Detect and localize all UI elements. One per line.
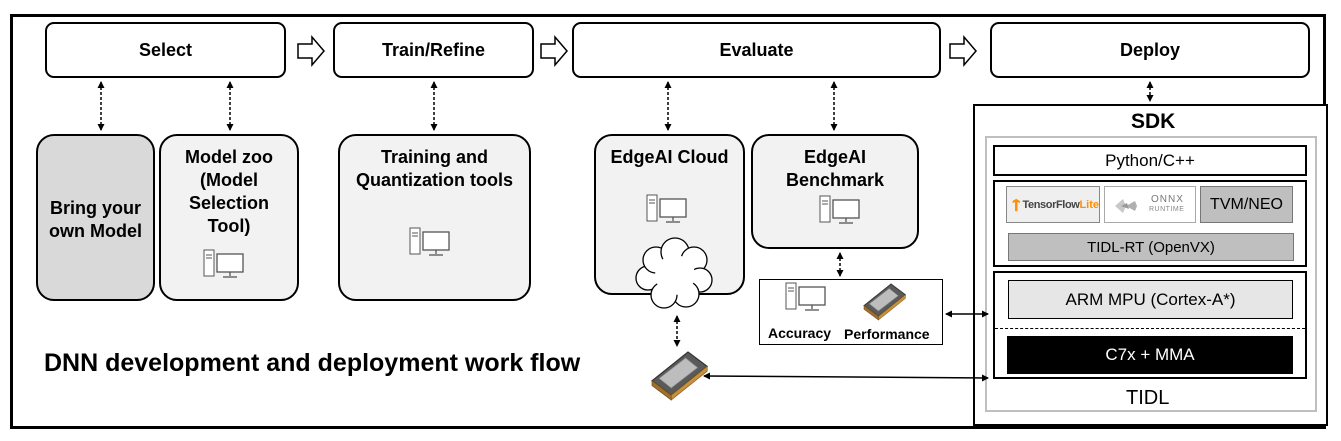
tvm-neo-box: TVM/NEO xyxy=(1200,186,1293,223)
c7x-mma-box: C7x + MMA xyxy=(1007,336,1293,374)
cloud-line-1: EdgeAI Cloud xyxy=(610,147,729,167)
sdk-title: SDK xyxy=(1131,110,1176,133)
step-select: Select xyxy=(45,22,286,78)
benchmark-line-1: EdgeAI xyxy=(803,147,866,167)
card-model-zoo: Model zoo (Model Selection Tool) xyxy=(159,134,299,301)
onnx-runtime-logo: ONNX RUNTIME xyxy=(1104,186,1196,223)
lite-text: Lite xyxy=(1079,198,1099,211)
step-deploy: Deploy xyxy=(990,22,1310,78)
training-line-1: Training and xyxy=(380,147,488,167)
python-cpp-box: Python/C++ xyxy=(993,145,1307,176)
tidl-rt-box: TIDL-RT (OpenVX) xyxy=(1008,233,1294,261)
caption: DNN development and deployment work flow xyxy=(44,349,581,377)
benchmark-line-2: Benchmark xyxy=(785,170,885,190)
onnx-logo-icon xyxy=(1115,199,1137,213)
hw-divider xyxy=(995,328,1305,329)
card-training-quantization: Training and Quantization tools xyxy=(338,134,531,301)
model-zoo-line-4: Tool) xyxy=(207,216,251,236)
tensorflow-text: TensorFlow xyxy=(1022,198,1080,211)
card-edgeai-benchmark: EdgeAI Benchmark xyxy=(751,134,919,249)
arm-mpu-box: ARM MPU (Cortex-A*) xyxy=(1008,280,1293,319)
sdk-inner xyxy=(985,136,1317,412)
card-bring-your-own-model: Bring your own Model xyxy=(36,134,155,301)
model-zoo-line-2: (Model xyxy=(200,170,258,190)
accuracy-label: Accuracy xyxy=(768,325,832,341)
step-evaluate: Evaluate xyxy=(572,22,941,78)
tensorflow-logo-icon xyxy=(1012,198,1020,211)
onnx-text: ONNX xyxy=(1151,194,1184,205)
metrics-box xyxy=(759,279,943,345)
byom-line-1: Bring your xyxy=(49,198,141,218)
tidl-label: TIDL xyxy=(1126,387,1170,409)
model-zoo-line-3: Selection xyxy=(188,193,270,213)
step-train-refine: Train/Refine xyxy=(333,22,534,78)
runtime-text: RUNTIME xyxy=(1149,206,1185,213)
byom-line-2: own Model xyxy=(49,221,142,241)
performance-label: Performance xyxy=(844,326,930,342)
model-zoo-line-1: Model zoo xyxy=(185,147,273,167)
training-line-2: Quantization tools xyxy=(356,170,513,190)
card-edgeai-cloud: EdgeAI Cloud xyxy=(594,134,745,295)
